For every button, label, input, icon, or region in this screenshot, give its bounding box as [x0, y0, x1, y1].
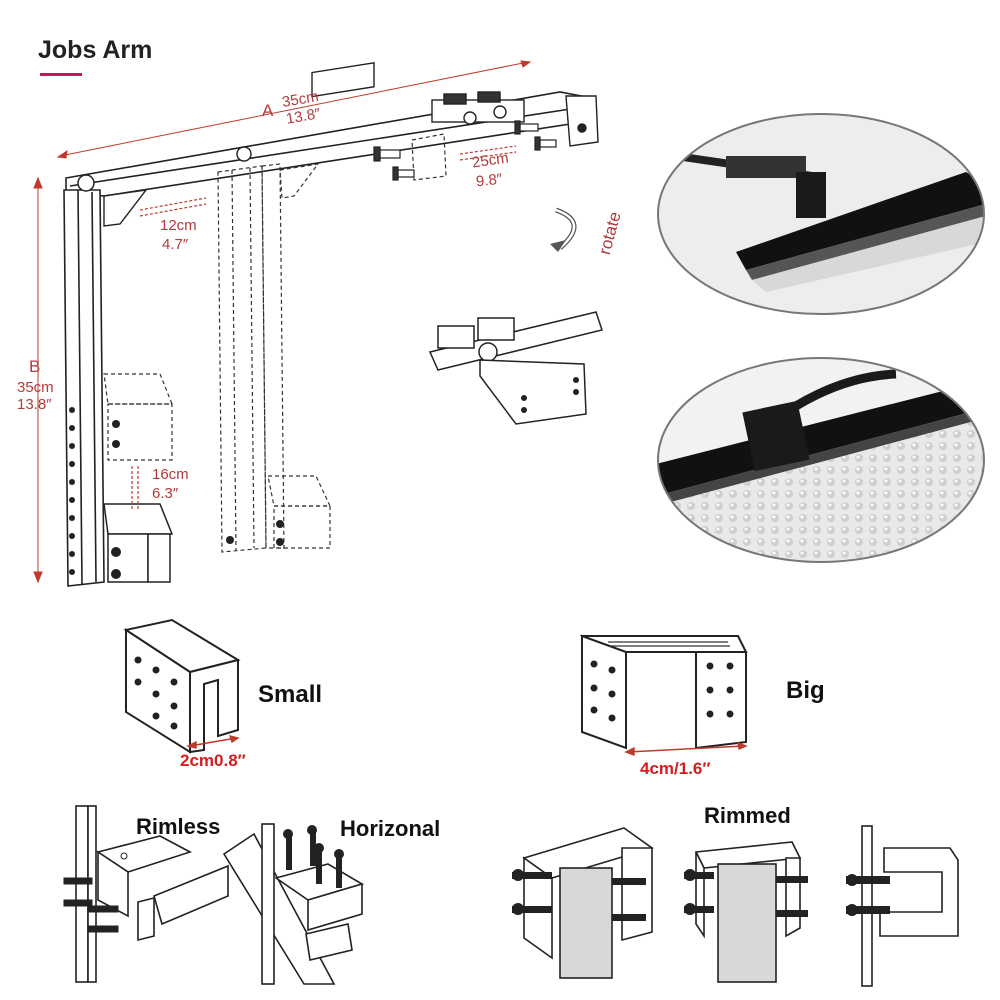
big-bracket-dimension: 4cm/1.6″ [640, 759, 711, 778]
light-bar-photo-bottom [657, 357, 985, 563]
lower-bracket-dashed [103, 373, 173, 461]
dim-b-letter: B [29, 357, 41, 376]
rimless-label: Rimless [136, 814, 221, 839]
dim-25-in: 9.8″ [475, 170, 503, 191]
rimmed-mount-illustration-3 [846, 825, 959, 987]
dashed-dimension-arrows [131, 145, 517, 510]
dim-b-cm: 35cm [17, 379, 54, 396]
rimless-mount-illustration [63, 805, 229, 983]
small-bracket-illustration [123, 618, 241, 754]
vertical-bar-holes [69, 407, 75, 575]
big-bracket-label: Big [786, 677, 825, 704]
slider-detail [428, 311, 603, 425]
page-title: Jobs Arm [38, 36, 153, 64]
dimension-lines [33, 60, 532, 584]
dim-a-letter: A [262, 101, 274, 120]
dashed-vertical-bar-2 [261, 163, 285, 549]
horizontal-mount-illustration [222, 823, 364, 985]
small-bracket-label: Small [258, 681, 323, 708]
rimmed-mount-illustration-1 [512, 827, 654, 979]
rimmed-label: Rimmed [704, 803, 791, 828]
vertical-arm-bar [63, 189, 105, 587]
bracket-screws [111, 420, 121, 579]
dashed-knob [236, 146, 252, 162]
title-underline [40, 73, 82, 76]
dim-12-in: 4.7″ [162, 236, 189, 253]
dashed-brace [279, 163, 320, 199]
small-bracket-dimension: 2cm0.8″ [180, 751, 246, 770]
rimmed-mount-illustration-2 [684, 841, 808, 983]
big-bracket-illustration [579, 634, 748, 757]
light-bar-photo-top [657, 113, 985, 315]
dim-16-cm: 16cm [152, 466, 189, 483]
dashed-bracket-screws [226, 520, 284, 546]
top-left-knob [77, 174, 95, 192]
right-end-plate [565, 95, 599, 147]
corner-brace [103, 189, 148, 227]
horizontal-label: Horizonal [340, 816, 441, 841]
dim-12-cm: 12cm [160, 217, 197, 234]
screws [373, 120, 557, 181]
dashed-bracket-right [267, 475, 331, 549]
top-slider-clamp [311, 61, 525, 125]
jobs-arm-diagram [33, 60, 603, 587]
dim-16-in: 6.3″ [152, 485, 179, 502]
dashed-end-plate [411, 133, 447, 181]
dim-b-in: 13.8″ [17, 396, 52, 413]
dashed-vertical-bar [217, 165, 267, 553]
lower-bracket-solid [103, 503, 174, 583]
